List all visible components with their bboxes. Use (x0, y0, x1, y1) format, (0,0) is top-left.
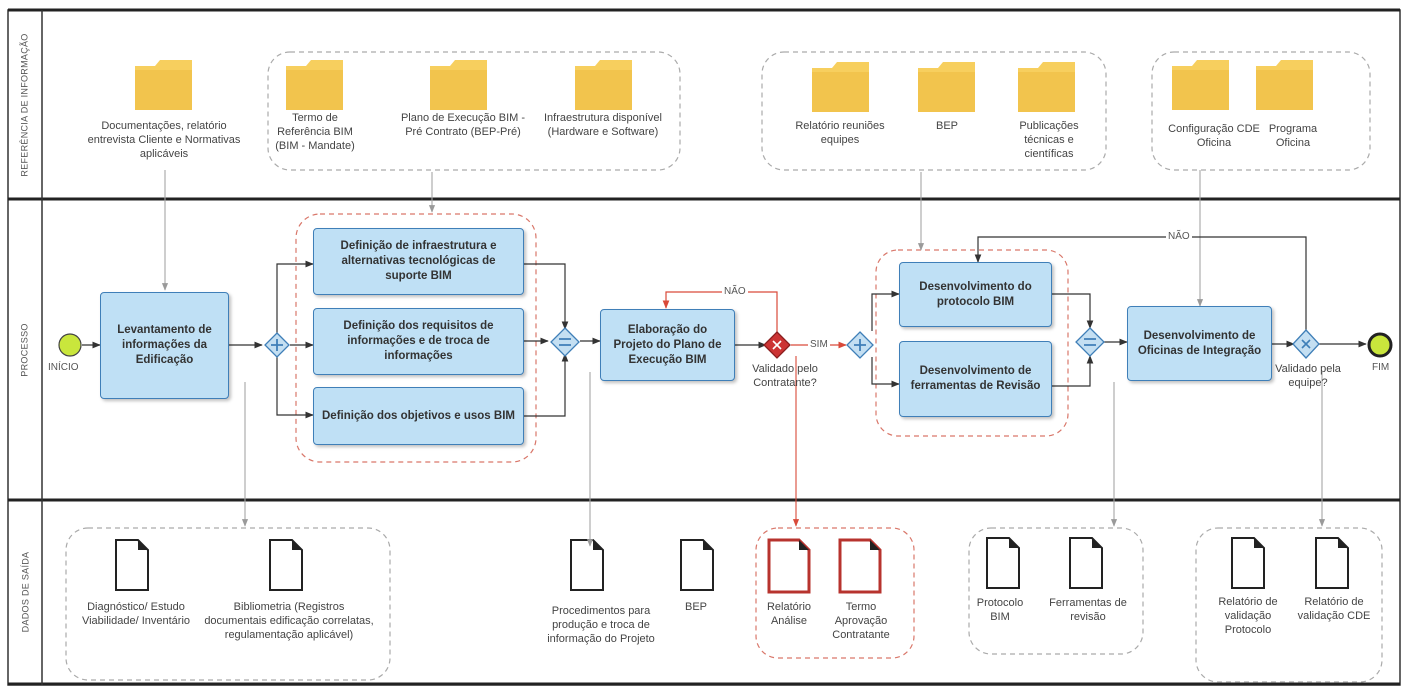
output-text-o9: Relatório de validação Protocolo (1218, 596, 1278, 636)
document-icon-o8 (1069, 537, 1103, 589)
document-icon-o1 (115, 539, 149, 591)
folder-icon-r6 (918, 62, 975, 112)
start-label: INÍCIO (48, 362, 79, 373)
document-icon-o2 (269, 539, 303, 591)
flow-label-nao-contratante: NÃO (722, 286, 748, 297)
red-dashed-groups (295, 213, 1069, 659)
gateway-label-contratante: Validado pelo Contratante? (752, 363, 818, 389)
folder-icon-r3 (430, 60, 487, 110)
document-icon-o4 (680, 539, 714, 591)
reference-text-r4: Infraestrutura disponível (Hardware e So… (543, 112, 662, 138)
task-protocolo[interactable]: Desenvolvimento do protocolo BIM (899, 262, 1052, 327)
reference-text-r5: Relatório reuniões equipes (795, 120, 885, 146)
lane-label-reference: REFERÊNCIA DE INFORMAÇÃO (20, 32, 30, 177)
gateway-label-equipe: Validado pela equipe? (1275, 363, 1341, 389)
reference-text-r7: Publicações técnicas e científicas (1019, 120, 1079, 160)
flow-label-sim: SIM (808, 339, 830, 350)
document-icon-o7 (986, 537, 1020, 589)
output-text-o2: Bibliometria (Registros documentais edif… (204, 601, 374, 641)
folder-icon-r1 (135, 60, 192, 110)
task-oficinas[interactable]: Desenvolvimento de Oficinas de Integraçã… (1127, 306, 1272, 381)
gateway-join-2 (1075, 327, 1105, 357)
output-text-o1: Diagnóstico/ Estudo Viabilidade/ Inventá… (81, 601, 191, 627)
parallel-gateway-split-1 (264, 332, 290, 358)
output-text-o4: BEP (684, 601, 707, 613)
document-icon-o5 (767, 538, 811, 594)
reference-groups (65, 51, 1383, 683)
lane-label-process: PROCESSO (20, 322, 31, 377)
folder-icon-r7 (1018, 62, 1075, 112)
output-text-o10: Relatório de validação CDE (1297, 596, 1371, 622)
document-icon-o10 (1315, 537, 1349, 589)
reference-text-r1: Documentações, relatório entrevista Clie… (87, 120, 241, 160)
end-label: FIM (1372, 362, 1390, 373)
gateway-join-1 (550, 327, 580, 357)
output-text-o6: Termo Aprovação Contratante (832, 601, 890, 641)
end-event (1367, 332, 1393, 358)
pool-frame (7, 8, 1401, 686)
folder-icon-r2 (286, 60, 343, 110)
document-icon-o3 (570, 539, 604, 591)
folder-icon-r5 (812, 62, 869, 112)
reference-text-r9: Programa Oficina (1268, 123, 1318, 149)
flow-label-nao-equipe: NÃO (1166, 231, 1192, 242)
folder-icon-r9 (1256, 60, 1313, 110)
lane-label-output: DADOS DE SAÍDA (20, 551, 30, 633)
task-infraestrutura[interactable]: Definição de infraestrutura e alternativ… (313, 228, 524, 295)
reference-text-r8: Configuração CDE Oficina (1168, 123, 1260, 149)
exclusive-gateway-contratante (763, 331, 791, 359)
output-text-o3: Procedimentos para produção e troca de i… (547, 605, 655, 645)
document-icon-o9 (1231, 537, 1265, 589)
folder-icon-r4 (575, 60, 632, 110)
task-objetivos[interactable]: Definição dos objetivos e usos BIM (313, 387, 524, 445)
task-requisitos[interactable]: Definição dos requisitos de informações … (313, 308, 524, 375)
reference-text-r2: Termo de Referência BIM (BIM - Mandate) (275, 112, 355, 152)
output-text-o7: Protocolo BIM (976, 597, 1024, 623)
folder-icon-r8 (1172, 60, 1229, 110)
exclusive-gateway-equipe (1292, 329, 1320, 359)
output-text-o5: Relatório Análise (766, 601, 812, 627)
start-event (58, 333, 82, 357)
output-text-o8: Ferramentas de revisão (1049, 597, 1127, 623)
reference-text-r6: BEP (935, 120, 958, 132)
document-icon-o6 (838, 538, 882, 594)
task-ferramentas-revisao[interactable]: Desenvolvimento de ferramentas de Revisã… (899, 341, 1052, 417)
sequence-flows (82, 236, 1367, 419)
task-elaboracao-plano[interactable]: Elaboração do Projeto do Plano de Execuç… (600, 309, 735, 381)
parallel-gateway-split-2 (846, 331, 874, 359)
association-lines (161, 170, 1326, 547)
reference-text-r3: Plano de Execução BIM - Pré Contrato (BE… (400, 112, 526, 138)
task-levantamento[interactable]: Levantamento de informações da Edificaçã… (100, 292, 229, 399)
